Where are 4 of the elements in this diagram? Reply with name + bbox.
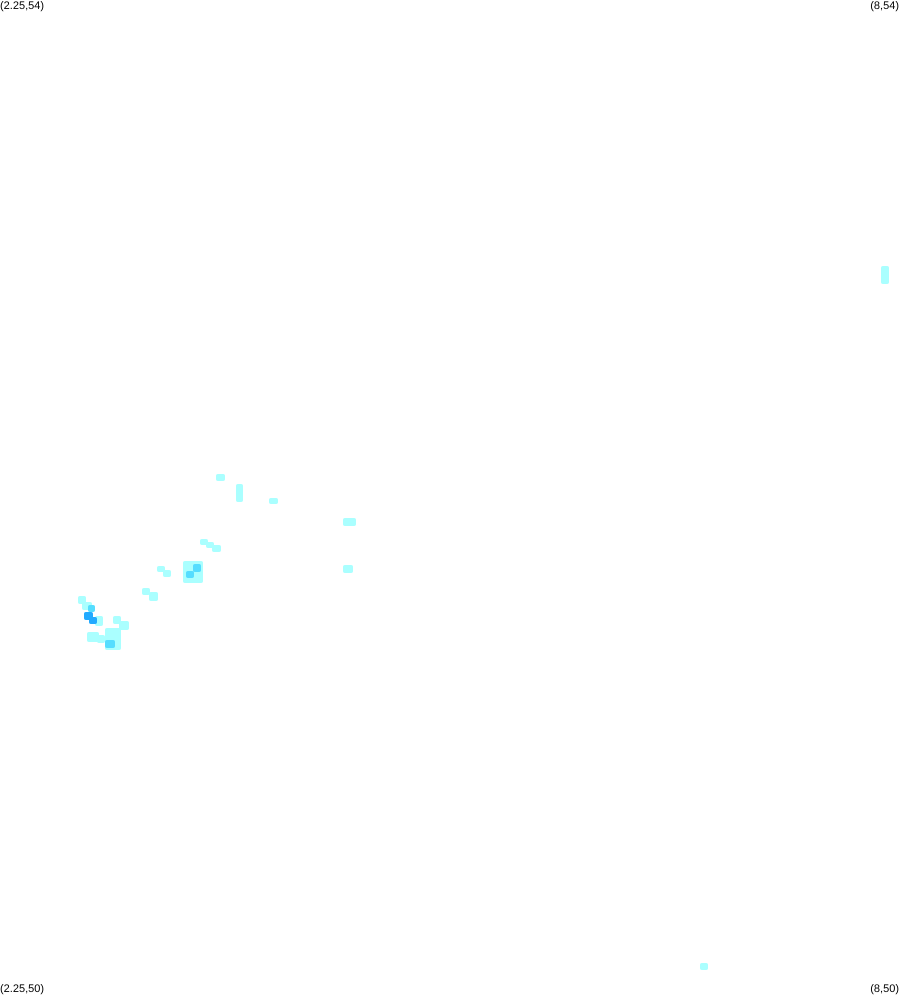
corner-coordinate-label: (2.25,54) xyxy=(0,0,44,13)
corner-coordinate-label: (2.25,50) xyxy=(0,983,44,996)
corner-coordinate-label: (8,50) xyxy=(870,983,899,996)
corner-coordinate-label: (8,54) xyxy=(870,0,899,13)
